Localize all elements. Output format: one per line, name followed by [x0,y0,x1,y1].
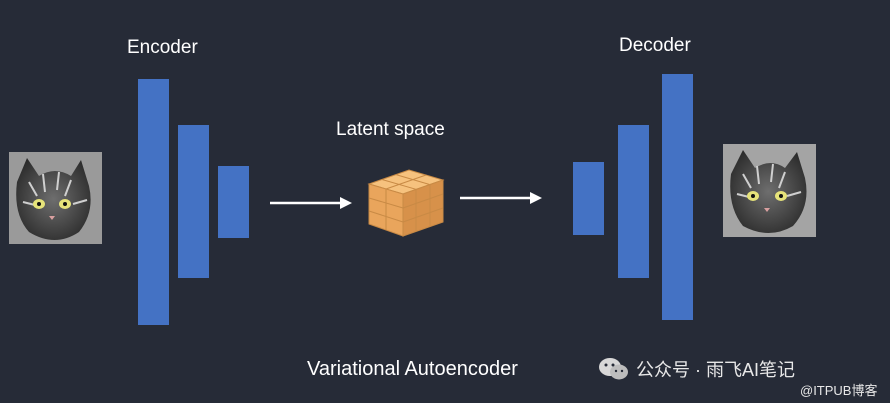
itpub-watermark: @ITPUB博客 [800,383,878,398]
wechat-icon [599,358,628,380]
decoder-layer-2 [618,125,649,278]
arrow-to-latent [270,197,352,209]
encoder-layer-2 [178,125,209,278]
encoder-layer-1 [138,79,169,325]
encoder-label: Encoder [127,37,198,58]
cat-image-icon [9,152,102,244]
decoder-layer-3 [662,74,693,320]
encoder-layer-3 [218,166,249,238]
wechat-watermark-text: 公众号 · 雨飞AI笔记 [636,360,796,380]
latent-space-label: Latent space [336,119,445,140]
decoder-label: Decoder [619,35,691,56]
cat-image-icon [723,144,816,237]
wechat-watermark: 公众号 · 雨飞AI笔记 [598,356,795,382]
arrow-to-decoder [460,192,542,204]
cat-photo-output [723,144,816,237]
decoder-layer-1 [573,162,604,235]
cube-grid-icon [367,169,445,237]
cat-photo-input [9,152,102,244]
diagram-title: Variational Autoencoder [307,358,518,380]
